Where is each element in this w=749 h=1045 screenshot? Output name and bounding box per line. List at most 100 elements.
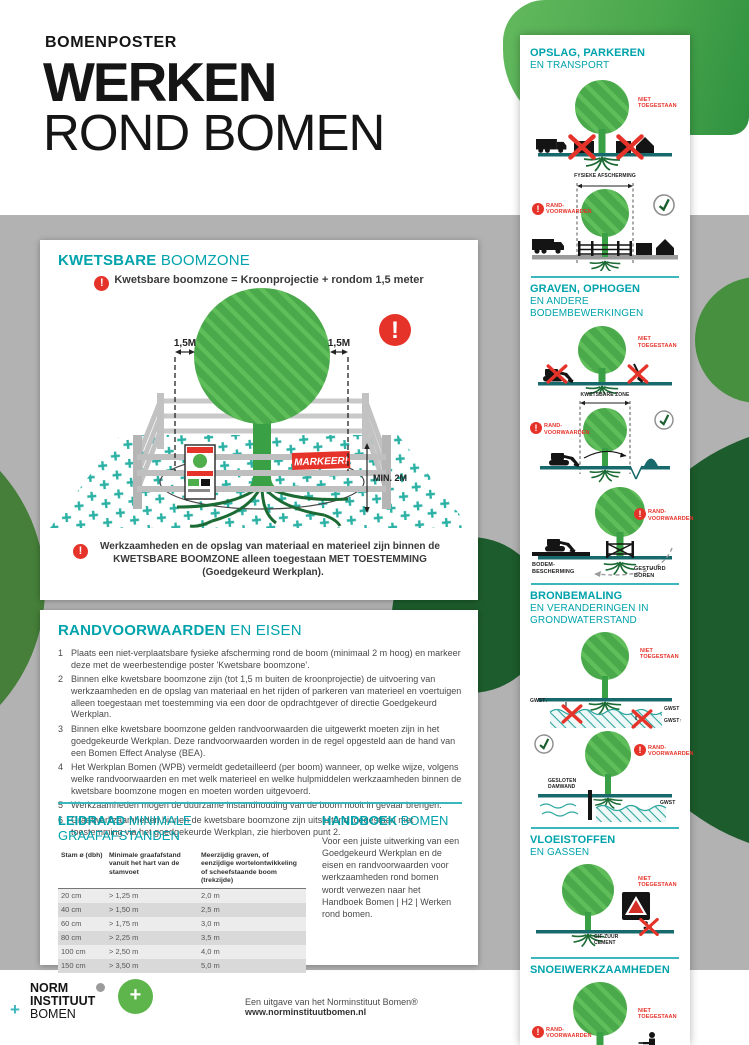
graafafstanden-table: Stam ø (dbh) Minimale graafafstand vanui… bbox=[58, 850, 306, 973]
ground-line bbox=[538, 697, 672, 702]
tree-crown bbox=[581, 631, 629, 680]
arrowhead bbox=[594, 571, 601, 578]
check-icon bbox=[651, 192, 677, 218]
ground-line bbox=[538, 382, 672, 386]
hazard-sign-icon bbox=[622, 891, 650, 920]
leidraad-title: LEIDRAAD MINIMALE GRAAFAFSTANDEN bbox=[58, 813, 306, 843]
section-title-light: EN VERANDERINGEN IN GRONDWATERSTAND bbox=[530, 603, 649, 627]
gwst-label: GWST bbox=[664, 705, 680, 712]
table-cell: 2,5 m bbox=[198, 902, 306, 917]
teal-plus-icon: + bbox=[10, 1000, 20, 1019]
boomzone-note-text: Werkzaamheden en de opslag van materiaal… bbox=[100, 541, 440, 579]
kwetsbare-zone-label: KWETSBARE ZONE bbox=[580, 392, 630, 399]
gesloten-damwand-label: GESLOTEN DAMWAND bbox=[548, 777, 577, 790]
section-divider bbox=[531, 826, 679, 829]
check-icon bbox=[652, 409, 676, 432]
tree-crown bbox=[575, 79, 629, 134]
opslag-illustration-2: FYSIEKE AFSCHERMING ! RAND-VOORWAARDEN bbox=[530, 173, 680, 271]
zone-guides bbox=[576, 182, 634, 263]
warning-icon: ! bbox=[94, 276, 110, 291]
markeer-sign-text: MARKEER! bbox=[294, 456, 349, 469]
section-title-light: EN ANDERE BODEMBEWERKINGEN bbox=[530, 295, 644, 319]
ground-line bbox=[538, 793, 672, 798]
groundwater bbox=[550, 709, 662, 728]
warning-icon: ! bbox=[379, 314, 411, 346]
page-title: WERKEN ROND BOMEN bbox=[43, 51, 385, 158]
warning-icon: ! bbox=[532, 1025, 544, 1038]
sidebar-panel: OPSLAG, PARKEREN EN TRANSPORT NIET TOEGE… bbox=[520, 35, 694, 1045]
niet-toegestaan-label: NIET TOEGESTAAN bbox=[638, 336, 677, 349]
tree-crown bbox=[595, 487, 645, 538]
table-cell: > 1,50 m bbox=[106, 902, 198, 917]
sidebar-section-snoeien-title: SNOEIWERKZAAMHEDEN bbox=[530, 964, 680, 977]
item-number: 3 bbox=[58, 724, 64, 735]
sidebar-section-opslag-title: OPSLAG, PARKEREN EN TRANSPORT bbox=[530, 47, 680, 72]
randvoorwaarden-label: RAND-VOORWAARDEN bbox=[544, 423, 590, 436]
credit-line: Een uitgave van het Norminstituut Bomen® bbox=[245, 997, 418, 1007]
norminstituut-logo: NORM INSTITUUT BOMEN bbox=[30, 982, 95, 1020]
table-cell: 20 cm bbox=[58, 888, 106, 903]
boomzone-formula: !Kwetsbare boomzone = Kroonprojectie + r… bbox=[40, 274, 478, 291]
warning-icon: ! bbox=[532, 202, 544, 215]
sidebar-section-bronbemaling-title: BRONBEMALING EN VERANDERINGEN IN GRONDWA… bbox=[530, 590, 680, 627]
table-cell: > 3,50 m bbox=[106, 958, 198, 973]
ground-line bbox=[538, 152, 672, 157]
item-text: Werkzaamheden mogen de duurzame instandh… bbox=[71, 800, 442, 811]
tree-crown bbox=[573, 981, 627, 1036]
gwst-label: GWST bbox=[660, 799, 676, 806]
table-cell: 40 cm bbox=[58, 902, 106, 917]
ground-line bbox=[540, 466, 670, 470]
trunk bbox=[616, 532, 624, 559]
section-title-bold: VLOEISTOFFEN bbox=[530, 833, 616, 846]
tree-crown bbox=[581, 188, 629, 237]
title-line1: WERKEN bbox=[43, 51, 277, 113]
house-icon bbox=[656, 238, 674, 255]
tree-crown bbox=[585, 730, 631, 777]
dim-right-label: 1,5M bbox=[328, 338, 350, 349]
arrowhead bbox=[580, 401, 585, 406]
fence-icon bbox=[578, 243, 632, 255]
logo-dot-icon bbox=[96, 983, 105, 992]
protection-mat bbox=[532, 552, 590, 557]
bronbemaling-illustration-1: NIET TOEGESTAAN GWST↓ GWST GWST↑ bbox=[530, 631, 682, 730]
table-cell: 5,0 m bbox=[198, 958, 306, 973]
niet-toegestaan-label: NIET TOEGESTAAN bbox=[638, 96, 677, 110]
roots-icon bbox=[588, 469, 622, 483]
randvoorwaarden-label: RAND-VOORWAARDEN bbox=[546, 1026, 592, 1040]
section-divider bbox=[531, 583, 679, 586]
item-text: Graafwerkzaamheden binnen de kwetsbare b… bbox=[71, 814, 414, 837]
gif-zuur-cement-label: GIF ZUUR CEMENT bbox=[594, 933, 619, 946]
trunk bbox=[605, 773, 611, 796]
table-header: Meerzijdig graven, of eenzijdige wortelo… bbox=[198, 850, 306, 889]
logo-line: BOMEN bbox=[30, 1006, 76, 1021]
panel2-bottom: LEIDRAAD MINIMALE GRAAFAFSTANDEN Stam ø … bbox=[58, 802, 462, 973]
water-waves bbox=[539, 803, 579, 817]
table-header: Stam ø (dbh) bbox=[58, 850, 106, 889]
trunk bbox=[598, 368, 606, 385]
snoeien-illustration: NIET TOEGESTAAN ! RAND-VOORWAARDEN bbox=[530, 981, 680, 1045]
roots-icon bbox=[588, 260, 622, 271]
gestuurd-boren-label: GESTUURD BOREN bbox=[634, 566, 666, 579]
warning-icon: ! bbox=[634, 508, 646, 521]
check-icon bbox=[532, 732, 556, 756]
tree-crown bbox=[583, 408, 627, 453]
gwst-down-label: GWST↓ bbox=[530, 697, 548, 704]
table-header: Minimale graafafstand vanuit het hart va… bbox=[106, 850, 198, 889]
damwand-bar bbox=[588, 789, 592, 820]
container-icon bbox=[636, 242, 652, 255]
randvoorwaarden-label: RAND-VOORWAARDEN bbox=[546, 202, 592, 216]
fence-posts bbox=[578, 240, 632, 256]
section-title-bold: GRAVEN, OPHOGEN bbox=[530, 282, 641, 295]
niet-toegestaan-label: NIET TOEGESTAAN bbox=[640, 647, 679, 661]
poster-kicker: BOMENPOSTER bbox=[45, 34, 177, 51]
mini-poster bbox=[184, 444, 216, 500]
section-divider bbox=[531, 956, 679, 959]
section-title-bold: BRONBEMALING bbox=[530, 590, 623, 603]
